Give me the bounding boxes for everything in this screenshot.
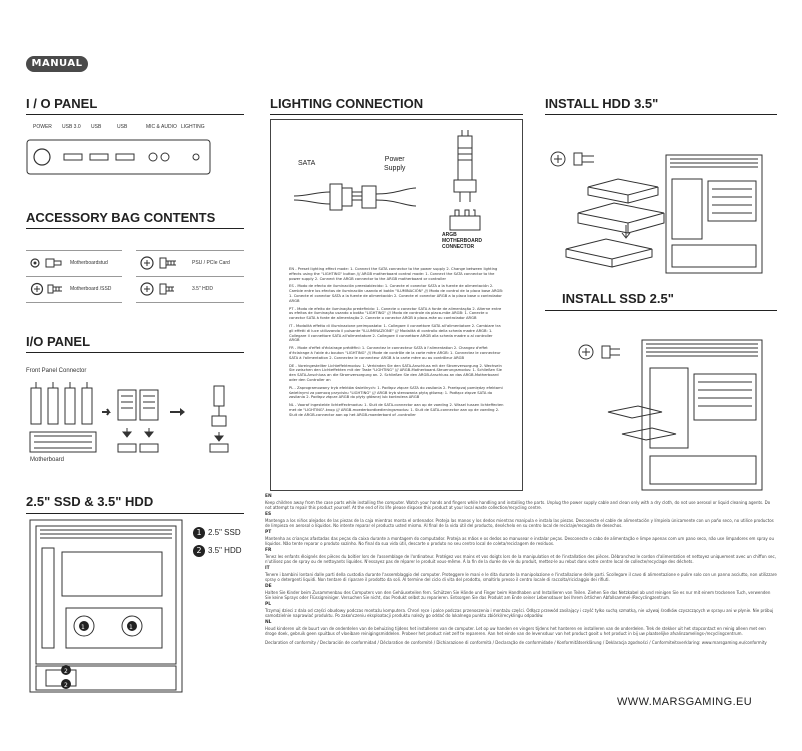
ssd-hdd-rule [26,513,244,514]
lighting-text: NL - Vooraf ingestelde lichteffectmodus:… [289,403,504,417]
lighting-text: IT - Modalità effetto di illuminazione p… [289,323,501,343]
io-panel2-rule [26,352,244,353]
accessory-divider [136,276,244,277]
case-side-diagram: 1 1 2 2 [29,519,183,693]
language-code: DE [265,584,272,589]
io-label-lighting: LIGHTING [181,124,205,130]
safety-text: Mantenha as crianças afastadas das peças… [265,535,775,546]
legend-label: 2.5" SSD [208,528,241,537]
io-panel-title: I / O PANEL [26,96,98,111]
install-hdd-title: INSTALL HDD 3.5" [545,96,659,111]
accessory-title: ACCESSORY BAG CONTENTS [26,210,216,225]
argb-connector-label: ARGB MOTHERBOARD CONNECTOR [442,232,482,250]
safety-text: Tenere i bambini lontani dalle parti del… [265,571,777,582]
safety-text: Halten Sie Kinder beim Zusammenbau des C… [265,589,771,600]
website-url[interactable]: WWW.MARSGAMING.EU [617,696,753,708]
language-code: PT [265,530,272,535]
screw-icon [140,282,174,296]
svg-text:1: 1 [129,624,133,631]
accessory-item-label: Motherboardstud [70,260,108,266]
accessory-item-label: 3.5" HDD [192,286,213,292]
lighting-text: PL - Zaprogramowany tryb efektów świetln… [289,385,503,400]
safety-text: Keep children away from the case parts w… [265,499,771,510]
screw-icon [30,282,62,296]
io-panel2-title: I/O PANEL [26,334,91,349]
accessory-divider [26,302,122,303]
io-panel-rule [26,114,244,115]
accessory-divider [136,302,244,303]
io-label-usb-a: USB [91,124,102,130]
power-supply-label: Power Supply [384,156,406,172]
accessory-item-label: PSU / PCIe Card [192,260,230,266]
accessory-divider [26,250,122,251]
accessory-item-label: Motherboard /SSD [70,286,112,292]
legend-label: 3.5" HDD [208,546,242,555]
svg-text:1: 1 [81,624,85,631]
safety-text: Houd kinderen uit de buurt van de onderd… [265,625,766,636]
accessory-divider [26,276,122,277]
safety-instructions: EN Keep children away from the case part… [265,494,777,645]
safety-text: Tenez les enfants éloignés des pièces du… [265,553,776,564]
safety-text: Mantenga a los niños alejados de las pie… [265,517,774,528]
lighting-diagram [293,130,481,231]
install-hdd-rule [545,114,777,115]
lighting-text: EN - Preset lighting effect mode: 1. Con… [289,267,498,281]
lighting-text: DE - Voreingestellter Lichteffektmodus: … [289,363,502,382]
io-label-usb-b: USB [117,124,128,130]
install-ssd-title: INSTALL SSD 2.5" [562,291,674,306]
declaration-text: Declaration of conformity / Declaración … [265,640,767,645]
language-code: FR [265,548,272,553]
screw-icon [140,256,176,270]
standoff-icon [30,258,62,268]
lighting-text: ES - Modo de efecto de iluminación prees… [289,284,504,303]
motherboard-label: Motherboard [30,457,65,463]
install-ssd-rule [545,310,777,311]
legend-number-badge: 2 [193,545,205,557]
svg-text:2: 2 [64,668,68,675]
language-code: NL [265,620,272,625]
front-panel-diagram [29,382,229,453]
lighting-text: PT - Modo de efeito de iluminação predef… [289,306,502,321]
language-code: PL [265,602,272,607]
lighting-instructions: EN - Preset lighting effect mode: 1. Con… [289,267,504,421]
io-label-power: POWER [33,124,52,130]
hdd-install-diagram [550,151,763,274]
lighting-title: LIGHTING CONNECTION [270,96,424,111]
lighting-rule [270,114,523,115]
svg-text:2: 2 [64,682,68,689]
language-code: EN [265,494,272,499]
legend-number-badge: 1 [193,527,205,539]
sata-label: SATA [298,160,316,167]
lighting-connection-box [270,119,523,491]
front-panel-connector-label: Front Panel Connector [26,368,87,374]
safety-text: Trzymaj dzieci z dala od części obudowy … [265,607,774,618]
manual-badge: MANUAL [26,56,88,72]
ssd-install-diagram [578,339,763,491]
language-code: IT [265,566,270,571]
lighting-text: FR - Mode d'effet d'éclairage prédéfini:… [289,346,501,360]
language-code: ES [265,512,272,517]
accessory-divider [136,250,244,251]
io-label-audio: MIC & AUDIO [146,124,177,130]
io-panel-diagram [26,139,211,175]
accessory-rule [26,228,244,229]
io-label-usb3: USB 3.0 [62,124,81,130]
ssd-hdd-title: 2.5" SSD & 3.5" HDD [26,494,154,509]
